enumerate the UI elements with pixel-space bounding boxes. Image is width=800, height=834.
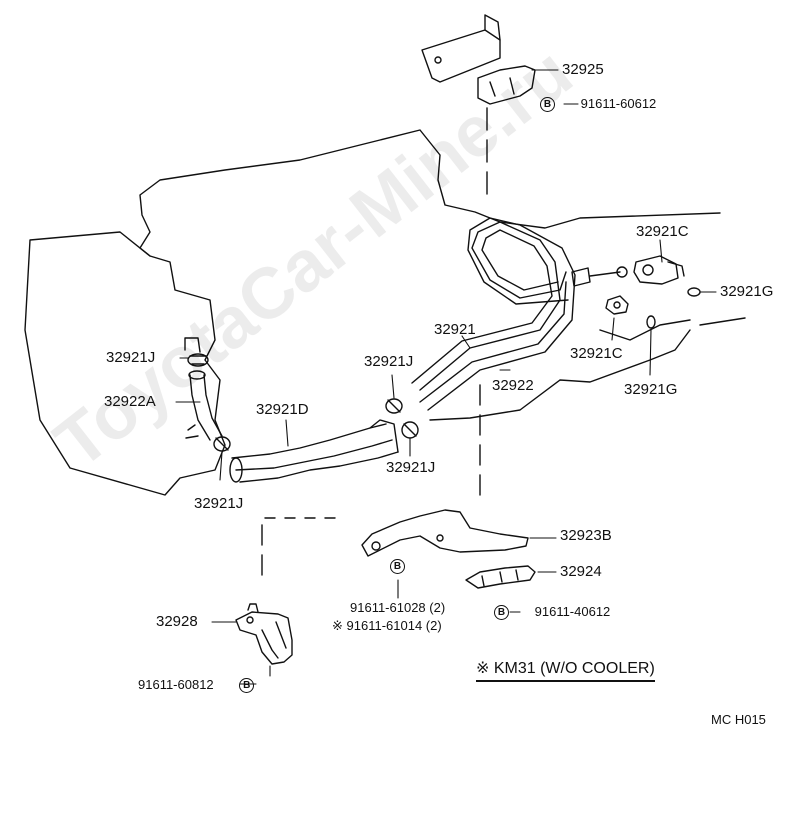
engine-block-main: [139, 129, 746, 421]
clamp-32921J-right: [401, 421, 419, 439]
label-32922: 32922: [492, 377, 534, 394]
leader-dashed-top: [479, 107, 488, 496]
variant-note: ※ KM31 (W/O COOLER): [476, 658, 655, 682]
label-32921C-top: 32921C: [636, 223, 689, 240]
label-91611-60612: B 91611-60612: [540, 96, 657, 113]
pipe-32921b: [411, 229, 559, 384]
label-91611-40612: B 91611-40612: [494, 604, 611, 621]
label-32921G-mid: 32921G: [624, 381, 678, 398]
label-32921G-top: 32921G: [720, 283, 774, 300]
label-32921D: 32921D: [256, 401, 309, 418]
note-text: KM31 (W/O COOLER): [493, 660, 655, 677]
label-32921J-mid: 32921J: [364, 353, 414, 370]
bolt-b-icon: B: [390, 559, 405, 575]
part-number: 91611-60612: [580, 96, 657, 111]
label-32922A: 32922A: [104, 393, 156, 410]
label-91611-61014: ※ 91611-61014 (2): [332, 618, 442, 634]
star-mark: ※: [476, 660, 490, 677]
fitting-32921C-top: [633, 255, 685, 285]
fitting-32921C-mid: [605, 295, 629, 315]
label-91611-60812: 91611-60812 B: [138, 677, 255, 694]
leader-lines: [175, 69, 717, 685]
label-32924: 32924: [560, 563, 602, 580]
star-mark: ※: [332, 618, 343, 633]
bolt-b-icon: B: [540, 97, 555, 113]
engine-block-left: [24, 231, 226, 496]
label-32923B: 32923B: [560, 527, 612, 544]
bolt-b-icon: B: [494, 605, 509, 621]
fitting-union: [571, 266, 628, 287]
label-32921J-bottom: 32921J: [194, 495, 244, 512]
bracket-32928: [235, 603, 293, 665]
leader-dashed-left: [261, 517, 336, 576]
label-91611-61028: 91611-61028 (2): [350, 600, 446, 615]
pipe-32922: [427, 217, 576, 411]
clamp-32921J-mid: [385, 398, 403, 414]
bolt-b-icon: B: [239, 678, 255, 694]
hose-32921D: [229, 419, 399, 483]
bracket-32923B: [361, 509, 529, 557]
clamp-32921J-bottom: [213, 436, 231, 452]
bracket-32925: [421, 14, 536, 105]
label-32925: 32925: [562, 61, 604, 78]
oring-32921G-top: [687, 287, 701, 297]
part-number: 91611-60812: [138, 677, 214, 692]
diagram-code: MC H015: [711, 712, 766, 727]
oring-32921G-mid: [646, 315, 656, 329]
clip-32924: [465, 565, 536, 589]
label-32921: 32921: [434, 321, 476, 338]
clamp-32921J-left: [187, 353, 209, 367]
label-32928: 32928: [156, 613, 198, 630]
part-number: 91611-61014 (2): [346, 618, 442, 633]
part-number: 91611-40612: [534, 604, 611, 619]
pipe-32922b: [419, 281, 567, 403]
hose-32922A: [184, 337, 223, 441]
label-32921C-mid: 32921C: [570, 345, 623, 362]
bolt-b-icon-center: B: [390, 558, 405, 575]
label-32921J-right: 32921J: [386, 459, 436, 476]
pipe-32921: [419, 221, 567, 391]
label-32921J-left: 32921J: [106, 349, 156, 366]
